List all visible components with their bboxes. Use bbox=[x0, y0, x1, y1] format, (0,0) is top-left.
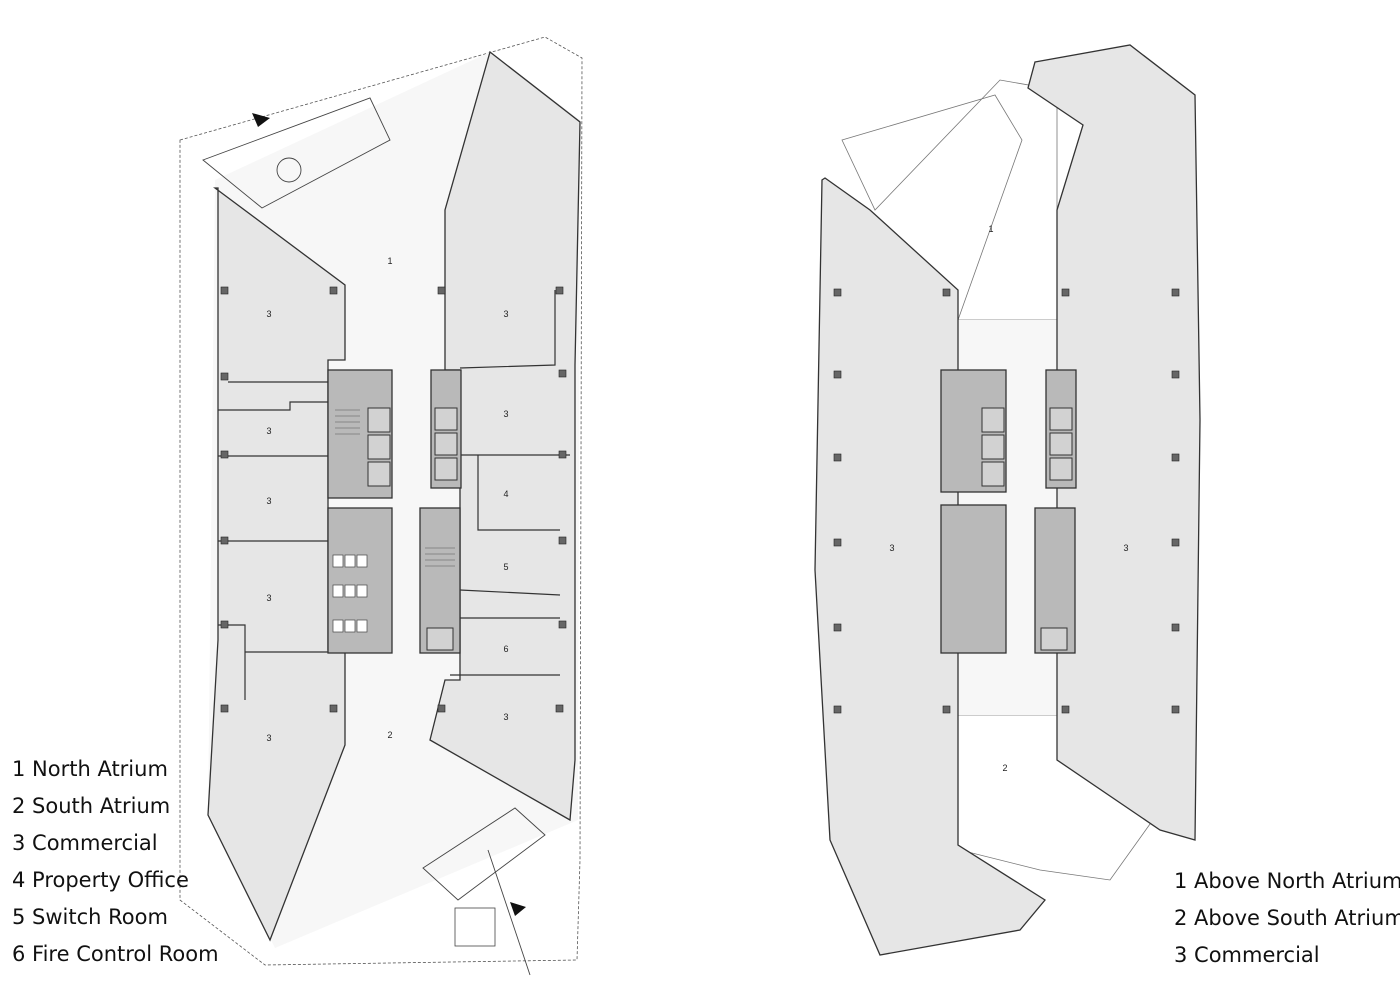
left-room-labels: 1 2 3 3 3 3 3 3 3 4 5 6 3 bbox=[266, 256, 508, 743]
legend-item-commercial: 3 Commercial bbox=[1174, 943, 1320, 967]
right-room-labels: 1 2 3 3 bbox=[889, 224, 1128, 773]
south-entrance-arrow bbox=[510, 902, 526, 916]
legend-item-fire-control-room: 6 Fire Control Room bbox=[12, 942, 219, 966]
legend-item-commercial: 3 Commercial bbox=[12, 831, 158, 855]
elevator-shafts bbox=[367, 407, 458, 651]
site-boundary bbox=[179, 36, 583, 966]
room-label-commercial: 3 bbox=[266, 426, 271, 436]
upper-west-wing bbox=[814, 177, 1046, 956]
room-label-commercial: 3 bbox=[266, 733, 271, 743]
restroom-fixtures bbox=[332, 554, 368, 633]
structural-columns bbox=[220, 286, 567, 713]
south-stair bbox=[454, 907, 496, 947]
legend-item-north-atrium: 1 North Atrium bbox=[12, 757, 168, 781]
room-label-commercial: 3 bbox=[503, 309, 508, 319]
room-label-fire-control-room: 6 bbox=[503, 644, 508, 654]
west-partitions bbox=[218, 381, 328, 700]
south-entrance-canopy bbox=[422, 807, 546, 901]
stairs bbox=[335, 409, 455, 567]
room-label-above-south-atrium: 2 bbox=[1002, 763, 1007, 773]
right-floor-plan: 1 2 3 3 bbox=[814, 44, 1201, 956]
room-label-commercial: 3 bbox=[266, 309, 271, 319]
east-partitions bbox=[450, 290, 570, 676]
north-entrance-arrow bbox=[252, 113, 270, 127]
room-label-above-north-atrium: 1 bbox=[988, 224, 993, 234]
legend-item-south-atrium: 2 South Atrium bbox=[12, 794, 171, 818]
legend-item-above-north-atrium: 1 Above North Atrium bbox=[1174, 869, 1400, 893]
left-floor-plan: 1 2 3 3 3 3 3 3 3 4 5 6 3 bbox=[179, 36, 583, 976]
revolving-door bbox=[276, 157, 302, 183]
room-label-commercial: 3 bbox=[266, 593, 271, 603]
legend-item-property-office: 4 Property Office bbox=[12, 868, 189, 892]
room-label-switch-room: 5 bbox=[503, 562, 508, 572]
legend-item-above-south-atrium: 2 Above South Atrium bbox=[1174, 906, 1400, 930]
room-label-property-office: 4 bbox=[503, 489, 508, 499]
legend-item-switch-room: 5 Switch Room bbox=[12, 905, 168, 929]
room-label-south-atrium: 2 bbox=[387, 730, 392, 740]
left-plan-legend: 1 North Atrium 2 South Atrium 3 Commerci… bbox=[12, 751, 219, 973]
upper-south-core-west bbox=[940, 504, 1007, 654]
room-label-commercial: 3 bbox=[503, 712, 508, 722]
room-label-north-atrium: 1 bbox=[387, 256, 392, 266]
south-ramp-line bbox=[487, 849, 531, 976]
right-plan-legend: 1 Above North Atrium 2 Above South Atriu… bbox=[1174, 863, 1400, 974]
east-commercial-block bbox=[429, 50, 581, 822]
upper-structural-columns bbox=[833, 288, 1180, 714]
upper-elevator-shafts bbox=[981, 407, 1073, 651]
room-label-commercial: 3 bbox=[1123, 543, 1128, 553]
room-label-commercial: 3 bbox=[889, 543, 894, 553]
room-label-commercial: 3 bbox=[266, 496, 271, 506]
north-entrance-canopy bbox=[202, 97, 391, 209]
west-commercial-block bbox=[207, 187, 346, 942]
room-label-commercial: 3 bbox=[503, 409, 508, 419]
